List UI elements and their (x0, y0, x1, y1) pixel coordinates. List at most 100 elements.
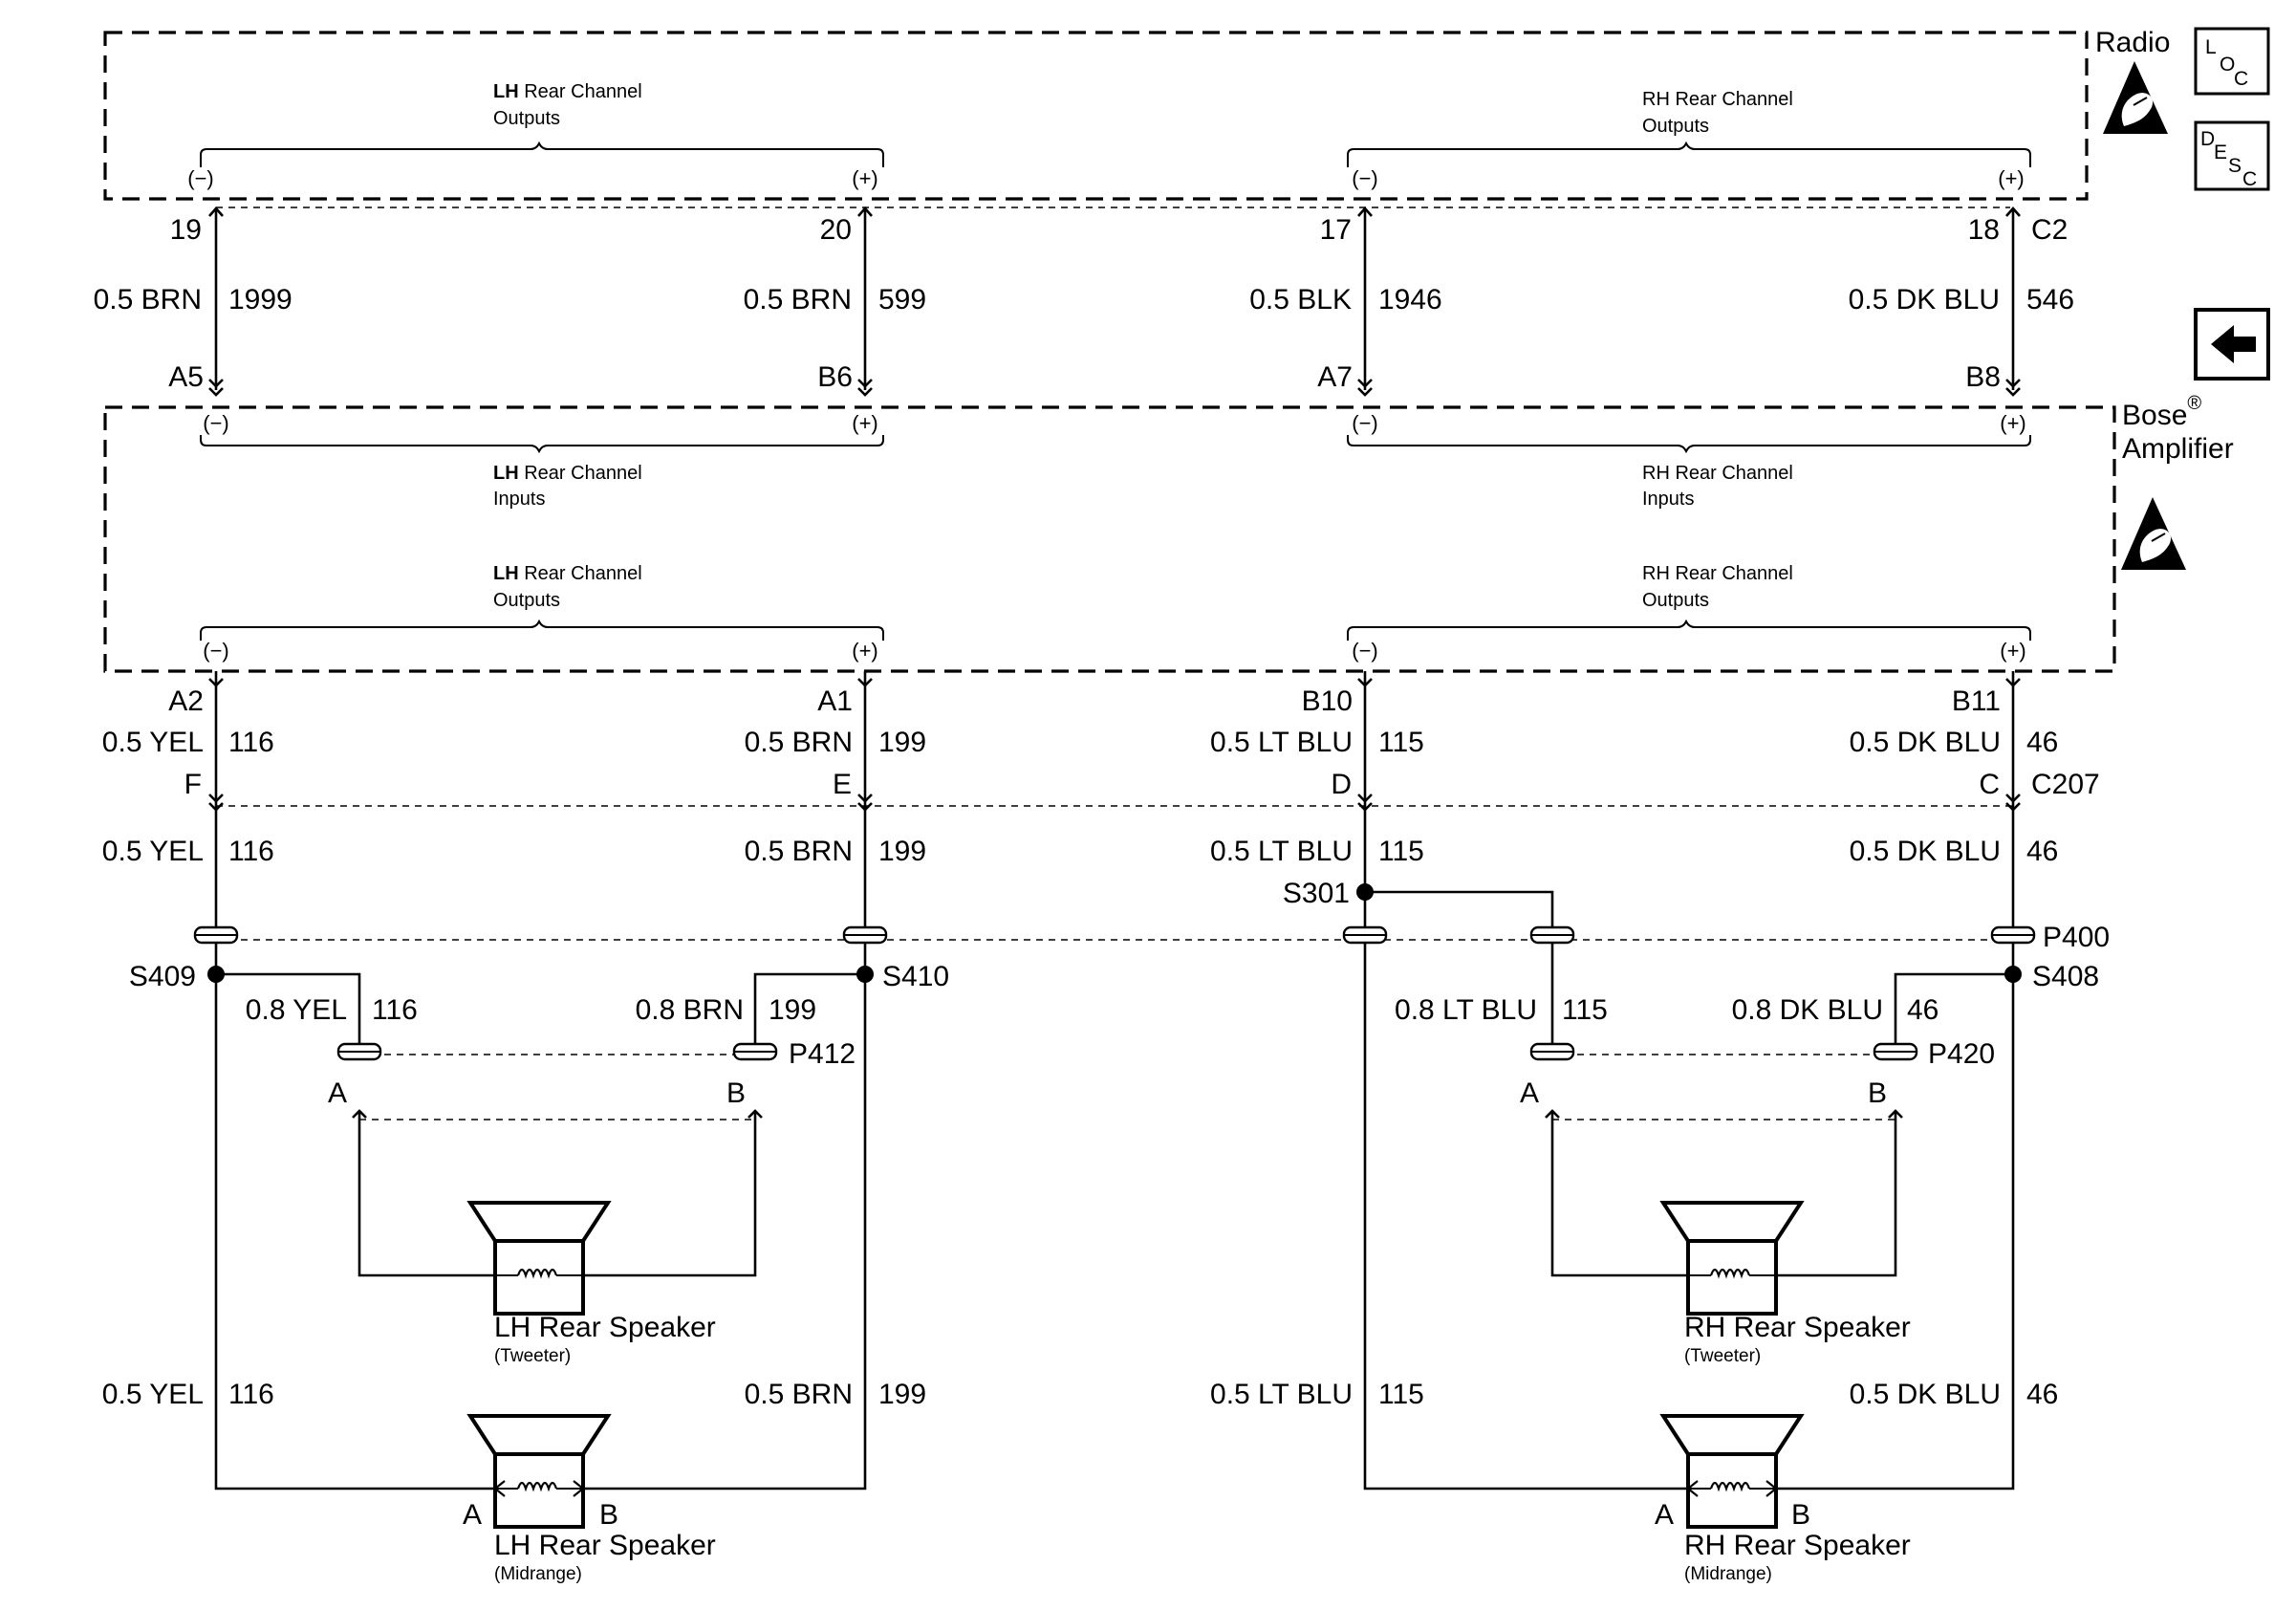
svg-text:L: L (2205, 36, 2217, 58)
amp-rh-outputs-bracket (1347, 619, 2031, 641)
wire-circuit-number: 115 (1378, 836, 1424, 867)
wire-gauge-color: 0.5 BRN (745, 836, 853, 867)
wire-gauge-color: 0.5 DK BLU (1850, 1379, 2001, 1410)
connector-terminal (857, 379, 873, 397)
wire-circuit-number: 115 (1378, 727, 1424, 758)
wire-circuit-number: 199 (878, 727, 926, 758)
rh-tweeter-b-wire (1777, 1111, 1897, 1277)
polarity-pos: (+) (852, 411, 878, 435)
amp-lh-inputs-label: LH Rear Channel (493, 463, 642, 484)
connector-terminal (857, 794, 873, 812)
polarity-neg: (−) (203, 639, 229, 663)
svg-text:O: O (2220, 54, 2235, 76)
amp-lh-outputs-bracket (200, 619, 884, 641)
wire-gauge-color: 0.8 DK BLU (1732, 994, 1883, 1026)
wire-circuit-number: 116 (228, 836, 274, 867)
connector-terminal (1357, 207, 1373, 217)
wire-gauge-color: 0.5 DK BLU (1850, 727, 2001, 758)
connector-terminal (1357, 379, 1373, 397)
connector-terminal (2005, 678, 2021, 687)
amplifier-title: Bose® (2122, 393, 2201, 431)
c207-pin: F (184, 769, 202, 800)
connector-terminal (1357, 794, 1373, 812)
esd-sensitive-icon (2121, 497, 2186, 570)
splice-s409 (207, 966, 225, 983)
wire-gauge-color: 0.8 YEL (246, 994, 347, 1026)
connector-terminal (352, 1109, 367, 1119)
connector-terminal (1545, 1109, 1560, 1119)
amp-lh-outputs-label-2: Outputs (493, 590, 560, 611)
wire-circuit-number: 46 (2026, 836, 2058, 867)
radio-pin: 18 (1968, 214, 2000, 246)
p412-pin-a: A (328, 1077, 347, 1109)
rh-midrange-neg-wire (1363, 940, 1687, 1490)
wire-gauge-color: 0.5 BLK (1249, 284, 1352, 315)
wire-circuit-number: 546 (2026, 284, 2074, 315)
amp-input-pin: B6 (817, 361, 853, 393)
speaker-coil (516, 1481, 558, 1492)
speaker-coil (516, 1268, 558, 1279)
description-icon[interactable]: D E S C (2194, 120, 2270, 191)
wire-gauge-color: 0.5 BRN (745, 1379, 853, 1410)
lh-midrange-pin-b: B (599, 1499, 618, 1531)
amp-lh-outputs-label: LH Rear Channel (493, 563, 642, 584)
radio-connector-c2: C2 (2031, 214, 2068, 246)
radio-lh-outputs-bracket (200, 141, 884, 167)
amp-input-pin: A5 (168, 361, 204, 393)
radio-rh-outputs-label: RH Rear Channel (1642, 89, 1793, 110)
wire-circuit-number: 46 (2026, 727, 2058, 758)
polarity-pos: (+) (1998, 166, 2025, 190)
back-arrow-icon[interactable] (2194, 308, 2270, 381)
s301-branch-wire (1365, 890, 1554, 940)
esd-sensitive-icon (2103, 61, 2168, 134)
c207-pin: D (1331, 769, 1352, 800)
speaker-magnet (1686, 1452, 1778, 1529)
lh-tweeter-sub: (Tweeter) (494, 1346, 571, 1366)
wire-gauge-color: 0.5 YEL (102, 1379, 204, 1410)
wire-circuit-number: 199 (769, 994, 816, 1026)
lh-tweeter-b-wire (583, 1111, 757, 1277)
wire-gauge-color: 0.5 YEL (102, 836, 204, 867)
connector-terminal (208, 794, 224, 812)
splice-label: S410 (882, 961, 949, 992)
speaker-cone (466, 1201, 612, 1243)
wire-gauge-color: 0.5 BRN (745, 727, 853, 758)
p420-pin-b: B (1868, 1077, 1887, 1109)
amp-rh-outputs-label-2: Outputs (1642, 590, 1709, 611)
connector-terminal (1888, 1109, 1903, 1119)
connector-terminal (208, 207, 224, 217)
amp-output-pin: B11 (1952, 685, 2001, 717)
amp-rh-outputs-label: RH Rear Channel (1642, 563, 1793, 584)
wire-circuit-number: 46 (2026, 1379, 2058, 1410)
radio-outline (103, 31, 2089, 201)
rh-midrange-pos-wire (1777, 940, 2015, 1490)
splice-label: S301 (1283, 878, 1350, 909)
rh-midrange-pin-b: B (1791, 1499, 1810, 1531)
speaker-magnet (1686, 1239, 1778, 1316)
amp-output-pin: B10 (1302, 685, 1353, 717)
s410-branch-wire (753, 972, 865, 1055)
radio-pin: 19 (170, 214, 202, 246)
wire-layer (214, 208, 2015, 1490)
p412-pin-b: B (726, 1077, 746, 1109)
wire-gauge-color: 0.5 LT BLU (1210, 1379, 1353, 1410)
wire-circuit-number: 46 (1907, 994, 1939, 1026)
lh-tweeter-a-wire (357, 1111, 493, 1277)
location-icon[interactable]: L O C (2194, 27, 2270, 96)
c207-pin: C (1979, 769, 2000, 800)
lh-midrange-pin-a: A (463, 1499, 482, 1531)
wire-gauge-color: 0.5 DK BLU (1850, 836, 2001, 867)
wire-circuit-number: 1946 (1378, 284, 1442, 315)
connector-terminal (2005, 207, 2021, 217)
wire-circuit-number: 116 (228, 1379, 274, 1410)
amp-rh-inputs-label: RH Rear Channel (1642, 463, 1793, 484)
radio-lh-outputs-label-2: Outputs (493, 108, 560, 129)
symbol-layer (193, 207, 2036, 1529)
polarity-pos: (+) (852, 639, 878, 663)
splice-s408 (2004, 966, 2022, 983)
speaker-coil (1709, 1481, 1751, 1492)
speaker-coil (1709, 1268, 1751, 1279)
wire-gauge-color: 0.5 YEL (102, 727, 204, 758)
lh-midrange-name: LH Rear Speaker (494, 1530, 716, 1561)
